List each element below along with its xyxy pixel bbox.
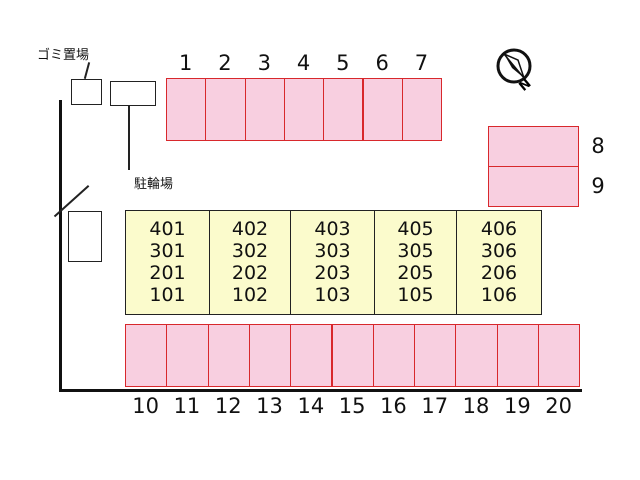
parking-slot-8 [488,126,579,167]
slot-number-16: 16 [380,394,407,418]
slot-number-3: 3 [257,51,271,75]
room-number-401: 401 [149,218,186,240]
bicycle-leader-line-top [128,106,130,170]
parking-slot-9 [488,166,579,207]
parking-slot-7 [401,78,443,141]
parking-slot-2 [205,78,246,141]
parking-slot-5 [323,78,364,141]
slot-number-12: 12 [214,394,242,418]
slot-number-18: 18 [462,394,490,418]
parking-slot-17 [414,324,457,387]
parking-slot-18 [455,324,498,387]
parking-slot-19 [496,324,539,387]
slot-number-14: 14 [297,394,325,418]
room-number-301: 301 [149,240,186,262]
parking-slot-13 [248,324,292,387]
room-number-305: 305 [397,240,434,262]
room-number-102: 102 [231,284,269,306]
room-number-101: 101 [149,284,186,306]
slot-number-7: 7 [414,51,429,75]
room-number-103: 103 [314,284,351,306]
slot-number-2: 2 [218,51,232,75]
room-number-206: 206 [480,262,518,284]
room-number-202: 202 [231,262,269,284]
slot-number-1: 1 [178,51,193,75]
room-number-106: 106 [480,284,518,306]
slot-number-8: 8 [591,134,605,158]
room-number-306: 306 [480,240,518,262]
bicycle-box-top [110,81,156,106]
garbage-area [71,79,102,105]
parking-slot-20 [538,324,581,387]
slot-number-5: 5 [336,51,350,75]
room-number-203: 203 [314,262,351,284]
slot-number-17: 17 [421,394,449,418]
parking-slot-4 [283,78,325,141]
slot-number-19: 19 [503,394,531,418]
slot-number-20: 20 [545,394,572,418]
slot-number-9: 9 [591,174,605,198]
parking-slot-6 [362,78,403,141]
parking-slot-11 [166,324,209,387]
slot-number-4: 4 [296,51,311,75]
slot-number-13: 13 [256,394,283,418]
parking-slot-12 [207,324,250,387]
slot-number-15: 15 [338,394,366,418]
left-boundary-line [59,100,62,392]
compass-icon: N [494,46,538,98]
garbage-leader-line [83,62,90,79]
room-number-205: 205 [397,262,434,284]
room-number-201: 201 [149,262,186,284]
parking-slot-14 [290,324,333,387]
parking-slot-15 [331,324,374,387]
room-number-403: 403 [314,218,351,240]
slot-number-6: 6 [375,51,389,75]
slot-number-10: 10 [132,394,159,418]
slot-number-11: 11 [173,394,201,418]
room-number-402: 402 [231,218,269,240]
room-number-302: 302 [231,240,269,262]
parking-slot-1 [166,78,207,141]
room-number-105: 105 [397,284,434,306]
bottom-boundary-line [59,389,582,392]
bicycle-parking-label: 駐輪場 [134,177,174,192]
room-number-406: 406 [480,218,518,240]
room-number-405: 405 [397,218,434,240]
bicycle-box-bottom [68,211,102,262]
parking-slot-3 [244,78,285,141]
garbage-area-label: ゴミ置場 [37,48,90,63]
room-number-303: 303 [314,240,351,262]
parking-slot-10 [125,324,168,387]
parking-slot-16 [372,324,416,387]
